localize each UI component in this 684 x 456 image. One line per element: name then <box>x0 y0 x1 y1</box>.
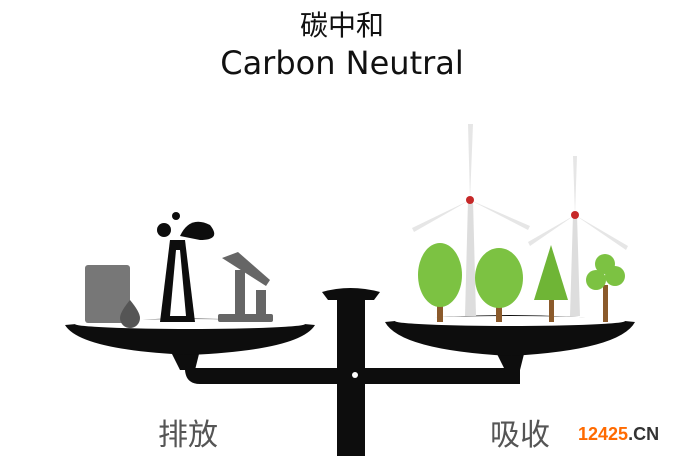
tree-icon <box>475 248 523 322</box>
wind-turbine-icon <box>528 156 628 316</box>
title-chinese: 碳中和 <box>299 9 384 42</box>
oil-derrick-icon <box>157 212 215 322</box>
watermark-suffix: .CN <box>628 424 660 444</box>
title-english: Carbon Neutral <box>220 44 464 82</box>
pump-jack-icon <box>218 252 273 322</box>
tree-icon <box>586 254 625 322</box>
left-pan <box>65 318 315 355</box>
tree-icon <box>418 243 462 322</box>
oil-drop-icon <box>120 300 140 328</box>
pine-tree-icon <box>534 245 568 322</box>
right-pan <box>385 315 635 356</box>
absorption-label: 吸收 <box>490 418 550 453</box>
scale-stand <box>170 288 525 456</box>
coal-stack-icon <box>85 265 130 323</box>
watermark-number: 12425 <box>578 424 629 444</box>
wind-turbine-icon <box>412 124 530 316</box>
watermark: 12425.CN <box>578 424 659 445</box>
emission-label: 排放 <box>158 418 218 453</box>
